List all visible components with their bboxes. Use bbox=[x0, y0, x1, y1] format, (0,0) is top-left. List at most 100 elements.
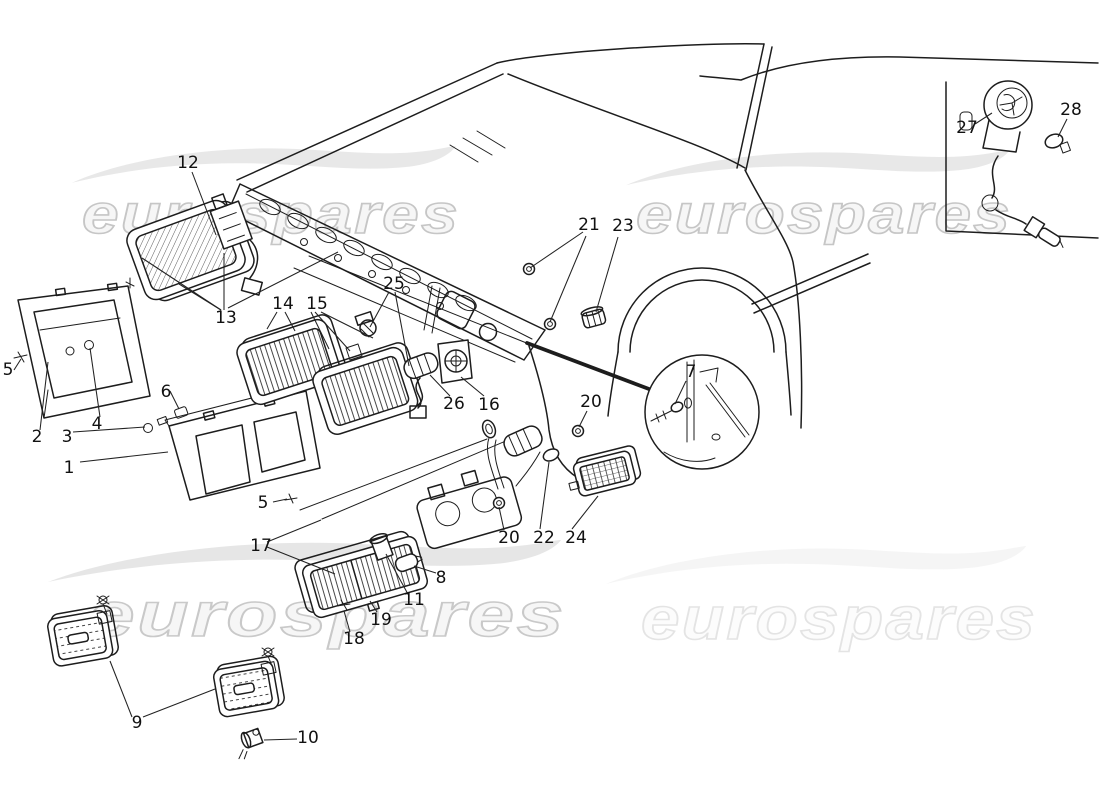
fog-lamp-right bbox=[212, 655, 285, 718]
a-pillar bbox=[736, 43, 773, 171]
part-number-label-10: 10 bbox=[297, 728, 319, 748]
detail-pointer-line bbox=[525, 341, 651, 391]
leader-line bbox=[266, 546, 336, 575]
bulb-8 bbox=[394, 553, 423, 573]
part-number-label-17: 17 bbox=[250, 536, 272, 556]
marker-tab bbox=[568, 480, 580, 491]
leader-line bbox=[460, 376, 485, 397]
part-number-label-26: 26 bbox=[443, 394, 465, 414]
assembly-lines bbox=[299, 431, 528, 520]
leader-line bbox=[13, 358, 22, 371]
grommet-23 bbox=[580, 306, 607, 329]
housing-tab bbox=[106, 282, 119, 292]
leader-line bbox=[142, 688, 216, 718]
bulb-socket-11 bbox=[369, 532, 394, 561]
leader-line bbox=[974, 112, 993, 125]
part-number-label-5: 5 bbox=[258, 493, 269, 513]
roof-line bbox=[699, 56, 1099, 81]
part-number-label-15: 15 bbox=[306, 294, 328, 314]
detail-screw-shaft bbox=[650, 409, 674, 423]
panel-flange bbox=[245, 193, 533, 340]
watermark-swoosh bbox=[606, 546, 1027, 584]
part-number-label-2: 2 bbox=[32, 427, 43, 447]
fog-bulb-holder-10 bbox=[238, 727, 264, 760]
wheel-arch-outer bbox=[617, 267, 787, 353]
headlamp-units-center bbox=[236, 314, 424, 436]
leader-line bbox=[369, 291, 390, 328]
leader-line bbox=[227, 251, 339, 309]
leader-line bbox=[343, 610, 351, 633]
leader-line bbox=[674, 380, 687, 405]
headlamp-adjusters bbox=[345, 310, 473, 419]
bulb-28 bbox=[1044, 133, 1064, 149]
panel-band bbox=[227, 183, 546, 361]
bushing bbox=[174, 406, 189, 419]
part-number-label-27: 27 bbox=[956, 118, 978, 138]
bulb-28-base bbox=[1059, 141, 1071, 154]
part-number-label-5: 5 bbox=[3, 360, 14, 380]
side-marker-lamp bbox=[568, 445, 642, 497]
part-number-label-21: 21 bbox=[578, 215, 600, 235]
horn-body bbox=[983, 80, 1033, 130]
turn-signal-lens bbox=[294, 530, 429, 619]
leader-line bbox=[109, 660, 133, 718]
part-number-label-16: 16 bbox=[478, 395, 500, 415]
part-number-label-8: 8 bbox=[436, 568, 447, 588]
radiator-support-panel bbox=[227, 183, 651, 391]
panel-scallop-holes bbox=[259, 198, 477, 312]
leader-line bbox=[385, 553, 410, 597]
part-number-label-13: 13 bbox=[215, 308, 237, 328]
horn-wire bbox=[991, 155, 999, 199]
bulb-socket-26 bbox=[403, 352, 439, 380]
housing-tab bbox=[54, 287, 67, 297]
front-turn-signal-assembly bbox=[294, 431, 541, 619]
leader-line bbox=[89, 347, 101, 418]
watermark-text: eurospares bbox=[641, 585, 1037, 652]
fog-lamps bbox=[47, 595, 285, 760]
part-number-label-23: 23 bbox=[612, 216, 634, 236]
leader-line bbox=[39, 361, 49, 431]
leader-line bbox=[413, 565, 437, 574]
part-number-label-19: 19 bbox=[370, 610, 392, 630]
part-number-label-9: 9 bbox=[132, 713, 143, 733]
housing-detail bbox=[39, 317, 121, 419]
leader-line bbox=[549, 235, 587, 323]
wheel-arch-flares bbox=[607, 351, 792, 417]
leader-line bbox=[578, 410, 588, 428]
housing-screw bbox=[84, 340, 94, 350]
hood-edge-inner bbox=[246, 73, 504, 193]
part-number-label-6: 6 bbox=[161, 382, 172, 402]
horn-spiral bbox=[999, 94, 1023, 116]
panel-round-hole bbox=[478, 322, 498, 342]
lens-screw bbox=[336, 599, 351, 611]
leader-line bbox=[529, 231, 584, 269]
lamp-connector bbox=[240, 277, 263, 296]
housing-wire bbox=[515, 451, 541, 487]
leader-line bbox=[266, 519, 322, 543]
bulb-holder-harness bbox=[481, 419, 585, 510]
detail-hole bbox=[711, 433, 721, 441]
part-number-label-22: 22 bbox=[533, 528, 555, 548]
marker-lens bbox=[579, 456, 630, 491]
lamp-screw bbox=[125, 277, 135, 289]
car-body-outline bbox=[236, 43, 1099, 479]
windshield-base bbox=[507, 73, 746, 169]
eurospares-watermark-top-left: eurospares bbox=[72, 146, 459, 246]
part-number-label-14: 14 bbox=[272, 294, 294, 314]
horn-assembly bbox=[959, 80, 1071, 248]
horn-bulb-holder bbox=[1023, 215, 1064, 248]
nut-21 bbox=[522, 262, 536, 276]
detail-lower-curve bbox=[663, 451, 716, 462]
bezel-screw bbox=[13, 351, 28, 363]
horn-wire bbox=[995, 209, 1027, 225]
leader-line bbox=[394, 291, 410, 367]
panel-lamp-aperture bbox=[436, 290, 476, 330]
horn-mount-tab bbox=[959, 111, 973, 131]
leader-line bbox=[369, 600, 378, 613]
leader-line bbox=[498, 506, 505, 531]
part-number-label-24: 24 bbox=[565, 528, 587, 548]
bezel-opening-right bbox=[253, 411, 306, 473]
leader-line bbox=[539, 461, 550, 530]
motor-plug bbox=[354, 310, 374, 326]
